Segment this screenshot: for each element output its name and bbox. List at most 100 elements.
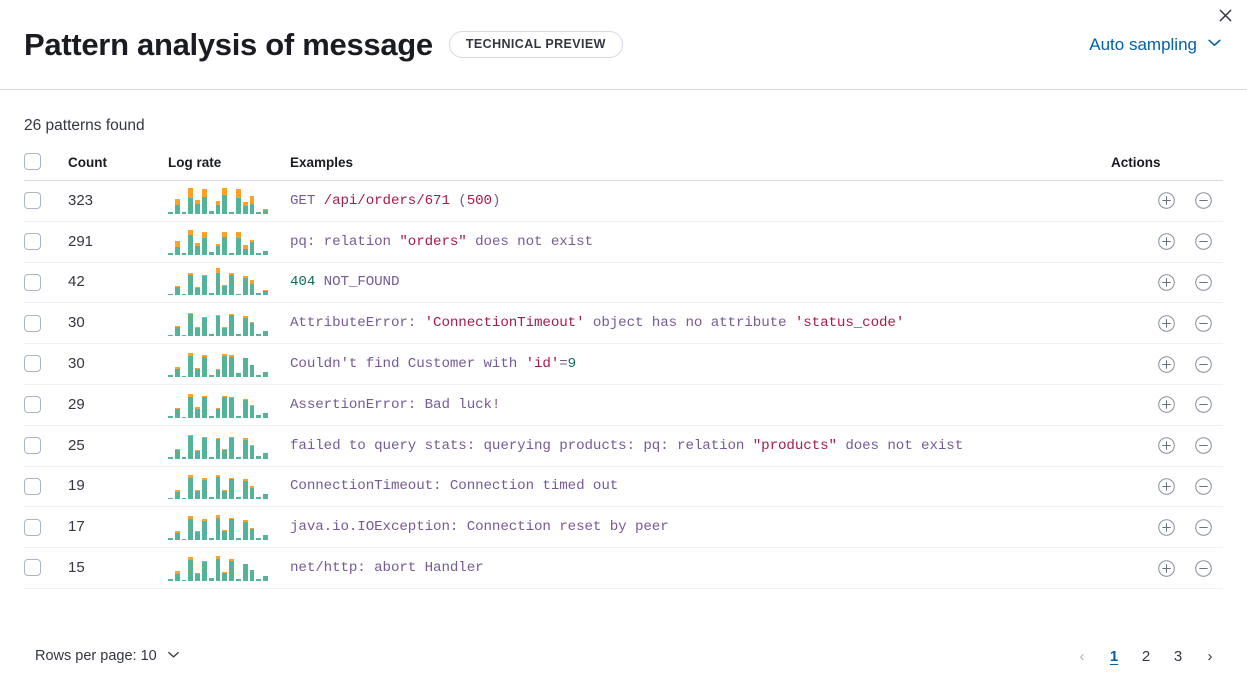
- minus-in-circle-icon[interactable]: [1194, 191, 1213, 210]
- sparkline-bar-top-segment: [242, 245, 248, 249]
- sparkline-bar-base-segment: [222, 286, 228, 296]
- sparkline-bar: [215, 268, 221, 296]
- minus-in-circle-icon[interactable]: [1194, 518, 1213, 537]
- sparkline-bar: [263, 250, 268, 255]
- sparkline-bar-base-segment: [181, 457, 187, 459]
- plus-in-circle-icon[interactable]: [1157, 355, 1176, 374]
- plus-in-circle-icon[interactable]: [1157, 436, 1176, 455]
- sparkline-bar: [249, 195, 255, 214]
- plus-in-circle-icon[interactable]: [1157, 273, 1176, 292]
- plus-in-circle-icon[interactable]: [1157, 232, 1176, 251]
- minus-in-circle-icon[interactable]: [1194, 355, 1213, 374]
- log-rate-sparkline: [168, 229, 268, 255]
- select-all-checkbox[interactable]: [24, 153, 41, 170]
- sparkline-bar: [263, 493, 268, 500]
- row-checkbox[interactable]: [24, 518, 41, 536]
- sparkline-bar: [235, 497, 241, 500]
- sparkline-bar-base-segment: [263, 576, 268, 582]
- row-checkbox[interactable]: [24, 273, 41, 291]
- sparkline-bar-base-segment: [195, 532, 200, 541]
- sparkline-bar: [188, 312, 194, 337]
- log-rate-cell: [168, 506, 290, 549]
- minus-in-circle-icon[interactable]: [1194, 436, 1213, 455]
- pagination-page-2[interactable]: 2: [1141, 647, 1151, 665]
- table-footer: Rows per page: 10 ‹ 1 2 3 ›: [0, 628, 1247, 684]
- plus-in-circle-icon[interactable]: [1157, 518, 1176, 537]
- sparkline-bar: [256, 538, 262, 541]
- sparkline-bar: [229, 313, 234, 337]
- minus-in-circle-icon[interactable]: [1194, 273, 1213, 292]
- close-icon[interactable]: [1212, 2, 1238, 28]
- sparkline-bar-base-segment: [222, 355, 228, 378]
- sparkline-bar-top-segment: [201, 232, 207, 238]
- column-header-log-rate[interactable]: Log rate: [168, 153, 290, 181]
- sparkline-bar: [256, 415, 262, 418]
- plus-in-circle-icon[interactable]: [1157, 477, 1176, 496]
- sparkline-bar-base-segment: [208, 293, 214, 296]
- minus-in-circle-icon[interactable]: [1194, 314, 1213, 333]
- minus-in-circle-icon[interactable]: [1194, 559, 1213, 578]
- sparkline-bar-base-segment: [229, 437, 234, 459]
- row-actions: [1111, 477, 1223, 496]
- sparkline-bar-base-segment: [263, 250, 268, 255]
- sparkline-bar-base-segment: [181, 212, 187, 214]
- sparkline-bar: [201, 316, 207, 337]
- row-checkbox[interactable]: [24, 232, 41, 250]
- sparkline-bar: [242, 276, 248, 296]
- sparkline-bar: [263, 576, 268, 582]
- plus-in-circle-icon[interactable]: [1157, 191, 1176, 210]
- sparkline-bar-base-segment: [168, 375, 173, 378]
- minus-in-circle-icon[interactable]: [1194, 395, 1213, 414]
- log-rate-sparkline: [168, 392, 268, 418]
- count-cell: 15: [68, 547, 168, 589]
- plus-in-circle-icon[interactable]: [1157, 395, 1176, 414]
- row-checkbox[interactable]: [24, 314, 41, 332]
- log-rate-cell: [168, 221, 290, 263]
- sparkline-bar-top-segment: [201, 519, 207, 522]
- pagination-page-1[interactable]: 1: [1109, 647, 1119, 665]
- sparkline-bar: [229, 478, 234, 500]
- sparkline-bar-top-segment: [222, 448, 228, 450]
- sparkline-bar-top-segment: [215, 515, 221, 519]
- row-checkbox[interactable]: [24, 559, 41, 577]
- row-checkbox[interactable]: [24, 396, 41, 414]
- sparkline-bar: [188, 187, 194, 214]
- minus-in-circle-icon[interactable]: [1194, 477, 1213, 496]
- row-checkbox[interactable]: [24, 192, 41, 210]
- column-header-count[interactable]: Count: [68, 153, 168, 181]
- sparkline-bar: [188, 394, 194, 418]
- rows-per-page-selector[interactable]: Rows per page: 10: [24, 647, 181, 666]
- row-checkbox[interactable]: [24, 355, 41, 373]
- sparkline-bar-base-segment: [208, 577, 214, 582]
- auto-sampling-dropdown[interactable]: Auto sampling: [1089, 34, 1223, 56]
- pagination-next-button[interactable]: ›: [1207, 647, 1213, 665]
- sparkline-bar-top-segment: [195, 243, 200, 246]
- sparkline-bar: [188, 230, 194, 255]
- row-checkbox[interactable]: [24, 436, 41, 454]
- sparkline-bar-top-segment: [215, 437, 221, 439]
- count-cell: 323: [68, 180, 168, 222]
- sparkline-bar-base-segment: [215, 518, 221, 541]
- plus-in-circle-icon[interactable]: [1157, 559, 1176, 578]
- sparkline-bar-top-segment: [215, 314, 221, 317]
- sparkline-bar: [181, 457, 187, 459]
- pagination-page-3[interactable]: 3: [1173, 647, 1183, 665]
- sparkline-bar-top-segment: [249, 279, 255, 285]
- pagination-previous-button[interactable]: ‹: [1079, 647, 1085, 665]
- column-header-examples[interactable]: Examples: [290, 153, 1111, 181]
- sparkline-bar-base-segment: [188, 518, 194, 541]
- minus-in-circle-icon[interactable]: [1194, 232, 1213, 251]
- sparkline-bar-base-segment: [181, 416, 187, 418]
- row-checkbox[interactable]: [24, 477, 41, 495]
- plus-in-circle-icon[interactable]: [1157, 314, 1176, 333]
